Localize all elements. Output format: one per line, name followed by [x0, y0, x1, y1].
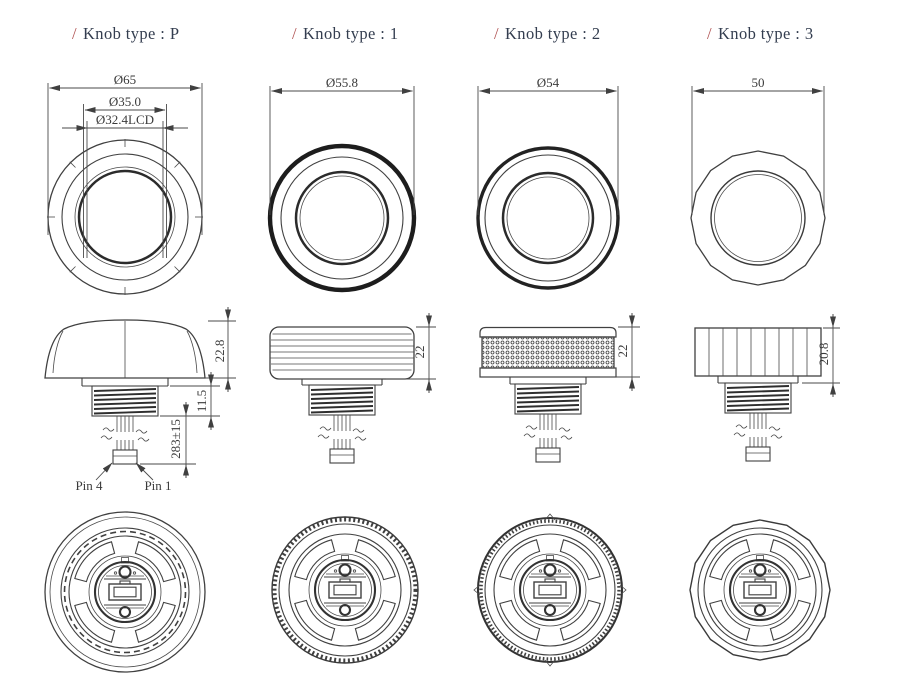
dim-outer-diameter: 50 [752, 75, 765, 90]
header-label: Knob type : 2 [505, 24, 600, 43]
knob-p-top-view: Ø65 Ø35.0 Ø32.4LCD [47, 72, 203, 295]
knob-1-top-view: Ø55.8 [267, 75, 417, 293]
knob-1-side-view: 22 [269, 313, 436, 464]
header-knob-type-3: / Knob type : 3 [707, 24, 813, 43]
dim-knob-height: 20.8 [816, 343, 831, 366]
pin4-label: Pin 4 [75, 478, 103, 493]
header-knob-type-p: / Knob type : P [72, 24, 179, 43]
dim-cable-length: 283±15 [168, 419, 183, 459]
column-headers: / Knob type : P / Knob type : 1 / Knob type… [72, 24, 813, 43]
dim-thread-height: 11.5 [194, 390, 209, 412]
header-slash: / [707, 24, 712, 43]
dim-knob-height: 22.8 [212, 340, 227, 363]
knob-2-side-view: 22 [479, 313, 640, 463]
dim-knob-height: 22 [412, 346, 427, 359]
header-slash: / [72, 24, 77, 43]
knob-3-bottom-view [689, 519, 831, 661]
knob-p-bottom-view [44, 511, 206, 673]
header-slash: / [494, 24, 499, 43]
header-label: Knob type : 1 [303, 24, 398, 43]
dim-lcd-diameter: Ø32.4LCD [96, 112, 154, 127]
pin1-label: Pin 1 [144, 478, 171, 493]
header-knob-type-1: / Knob type : 1 [292, 24, 398, 43]
dim-knob-height: 22 [615, 345, 630, 358]
knob-2-bottom-view [473, 513, 627, 667]
header-label: Knob type : 3 [718, 24, 813, 43]
knob-1-bottom-view [271, 516, 419, 664]
dim-outer-diameter: Ø65 [114, 72, 136, 87]
knob-2-top-view: Ø54 [476, 75, 620, 290]
knob-3-side-view: 20.8 [694, 314, 840, 462]
header-label: Knob type : P [83, 24, 179, 43]
dim-mid-diameter: Ø35.0 [109, 94, 141, 109]
knob-p-side-view: 22.8 11.5 283±15 Pin 4 Pin 1 [44, 307, 236, 493]
header-knob-type-2: / Knob type : 2 [494, 24, 600, 43]
knob-3-top-view: 50 [690, 75, 826, 286]
dim-outer-diameter: Ø54 [537, 75, 560, 90]
dim-outer-diameter: Ø55.8 [326, 75, 358, 90]
header-slash: / [292, 24, 297, 43]
